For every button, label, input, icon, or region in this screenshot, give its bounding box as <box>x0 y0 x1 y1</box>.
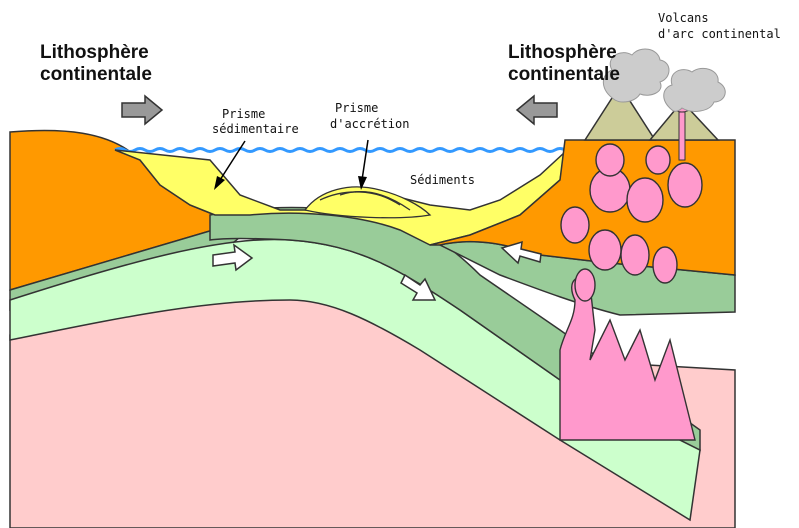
plate-arrow-left <box>122 96 162 124</box>
label-prisme-acc-1: Prisme <box>335 101 378 115</box>
label-lithosphere-left-2: continentale <box>40 64 152 85</box>
label-lithosphere-right-1: Lithosphère <box>508 42 617 63</box>
accretion-prism <box>305 187 430 218</box>
volcanic-smoke <box>603 49 725 111</box>
plate-arrow-right <box>517 96 557 124</box>
label-volcans-1: Volcans <box>658 11 709 25</box>
label-sediments: Sédiments <box>410 173 475 187</box>
label-lithosphere-right-2: continentale <box>508 64 620 85</box>
label-lithosphere-left-1: Lithosphère <box>40 42 149 63</box>
label-volcans-2: d'arc continental <box>658 27 781 41</box>
label-prisme-acc-2: d'accrétion <box>330 117 409 131</box>
label-prisme-sed-2: sédimentaire <box>212 122 299 136</box>
ocean-water <box>115 149 575 152</box>
label-prisme-sed-1: Prisme <box>222 107 265 121</box>
